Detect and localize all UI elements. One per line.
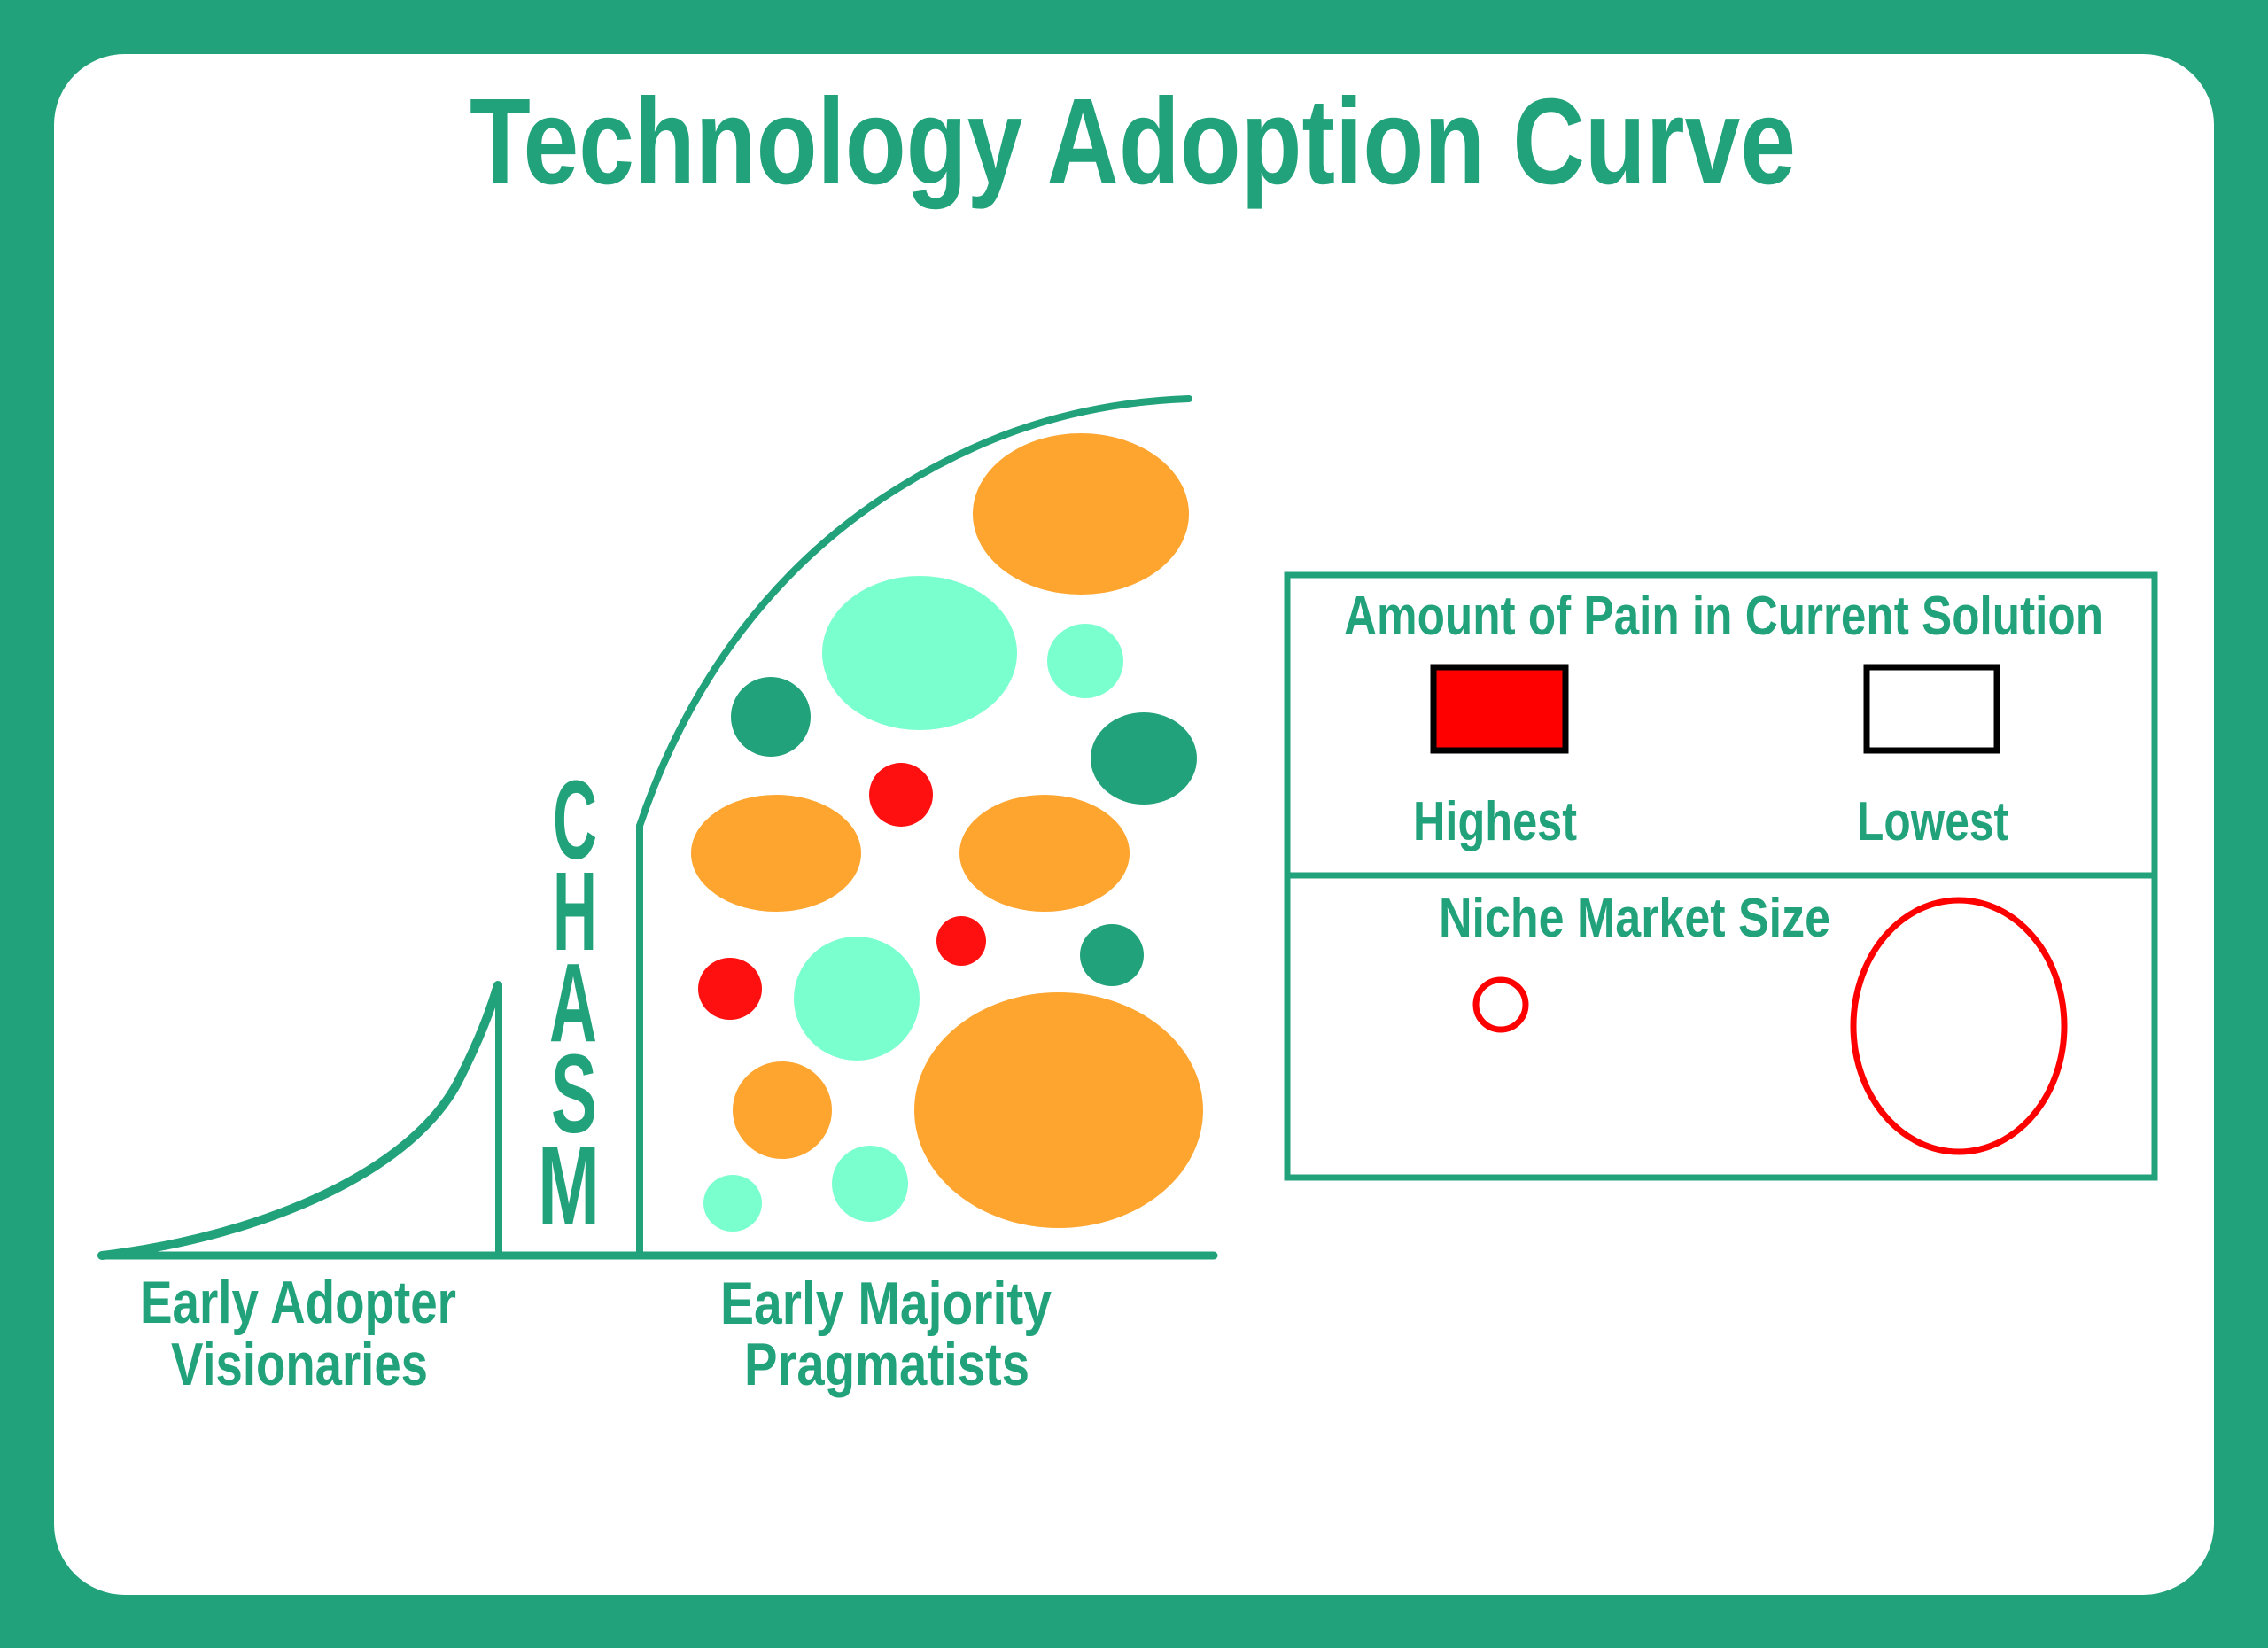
niche-market-bubble-orange xyxy=(733,1061,832,1159)
highest-pain-swatch xyxy=(1430,664,1569,754)
niche-market-bubble-teal xyxy=(1047,624,1123,698)
niche-market-bubbles xyxy=(691,433,1203,1232)
large-niche-ellipse-icon xyxy=(1850,897,2068,1155)
page-title: Technology Adoption Curve xyxy=(470,74,1796,210)
early-majority-curve xyxy=(636,395,1192,829)
chasm-letter-c: C xyxy=(553,758,597,882)
chasm-letter-a: A xyxy=(549,940,597,1065)
niche-market-bubble-teal xyxy=(794,937,920,1061)
chasm-letter-h: H xyxy=(553,849,597,974)
chasm-letter-s: S xyxy=(551,1031,597,1156)
diagram-card xyxy=(54,54,2214,1595)
niche-market-bubble-dark-green xyxy=(731,677,811,757)
niche-market-bubble-orange xyxy=(914,992,1203,1228)
niche-market-bubble-orange xyxy=(973,433,1189,595)
highest-label: Highest xyxy=(1413,791,1577,852)
early-adopter-curve xyxy=(97,981,502,1260)
chasm-label: C H A S M xyxy=(538,758,600,1248)
pain-legend-title: Amount of Pain in Current Solution xyxy=(1344,586,2103,647)
niche-market-bubble-orange xyxy=(691,795,861,912)
chasm-letter-m: M xyxy=(538,1123,600,1248)
visionaries-label: Visionaries xyxy=(171,1331,428,1398)
niche-market-bubble-teal xyxy=(822,576,1017,730)
pragmatists-label: Pragmatists xyxy=(744,1331,1029,1398)
niche-market-bubble-dark-green xyxy=(1091,712,1197,805)
early-majority-label: Early Majority xyxy=(720,1270,1052,1337)
niche-market-bubble-dark-green xyxy=(1080,924,1144,986)
niche-market-bubble-red xyxy=(936,916,986,966)
small-niche-circle-icon xyxy=(1472,976,1529,1033)
niche-market-bubble-orange xyxy=(959,795,1130,912)
lowest-label: Lowest xyxy=(1857,791,2008,852)
lowest-pain-swatch xyxy=(1863,664,2000,754)
niche-market-bubble-red xyxy=(698,958,762,1020)
niche-market-bubble-teal xyxy=(703,1175,762,1232)
legend: Amount of Pain in Current Solution Highe… xyxy=(1284,571,2158,1181)
niche-market-bubble-red xyxy=(869,763,933,827)
early-adopter-label: Early Adopter xyxy=(140,1269,456,1336)
niche-market-bubble-teal xyxy=(832,1146,908,1222)
niche-size-legend-title: Niche Market Size xyxy=(1439,888,1830,949)
